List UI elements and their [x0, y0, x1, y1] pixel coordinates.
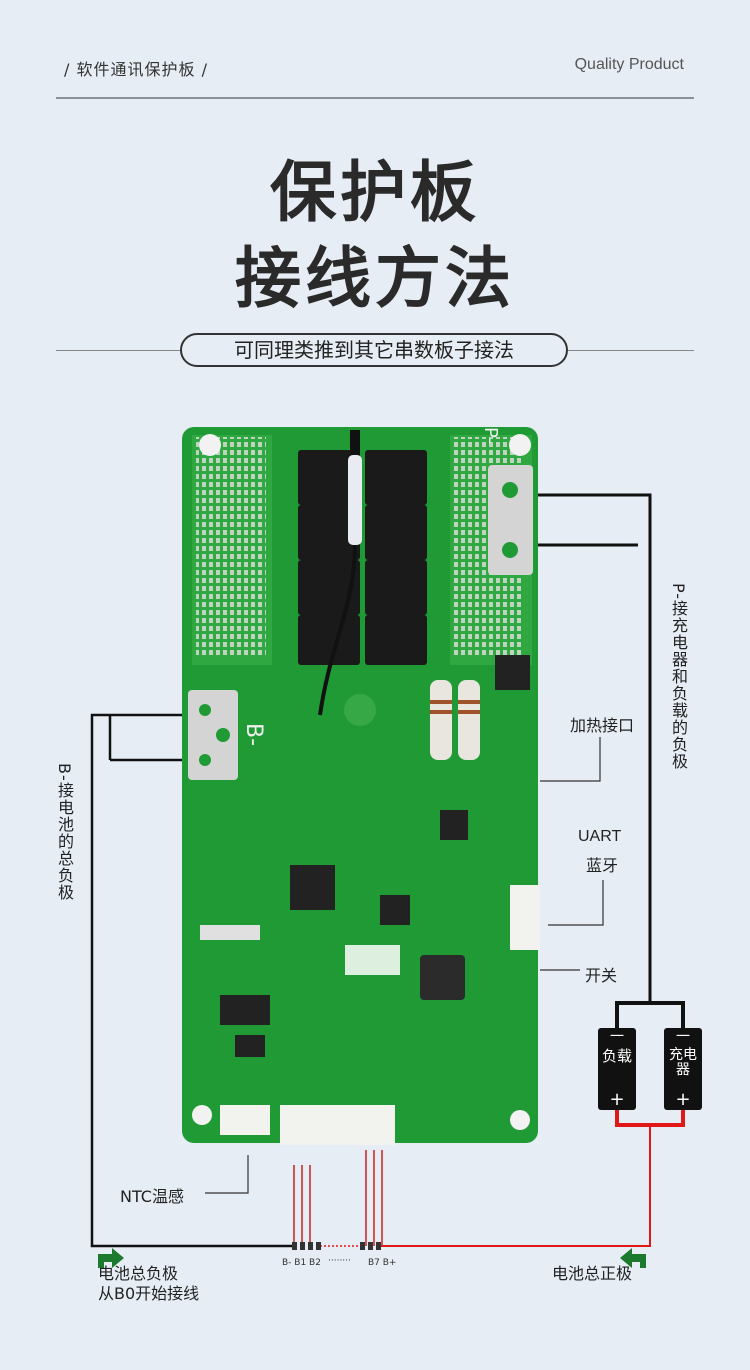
arrow-right-icon	[620, 1248, 646, 1268]
uart-callout	[548, 880, 604, 926]
cells-left-label: B- B1 B2	[282, 1258, 321, 1268]
cells-dots-label: ········	[328, 1256, 351, 1266]
p-minus-wire-1	[535, 493, 652, 1003]
header-bar: / 软件通讯保护板 / Quality Product	[56, 0, 694, 99]
arrow-left-icon	[98, 1248, 124, 1268]
battery-positive-note: 电池总正极	[552, 1264, 633, 1283]
heating-callout	[540, 737, 601, 782]
bottom-connectors	[220, 1105, 395, 1145]
b-minus-terminal	[188, 690, 238, 780]
quality-tag: Quality Product	[574, 56, 684, 73]
pcb-board	[182, 427, 540, 1145]
battery-negative-note: 电池总负极 从B0开始接线	[98, 1264, 200, 1303]
page-title-line2: 接线方法	[235, 240, 515, 317]
uart-label: UART	[578, 828, 622, 845]
smd-parts	[200, 895, 410, 1025]
load-charger-black	[615, 1001, 685, 1030]
b-minus-wire-1	[90, 713, 292, 1248]
cell-terminals	[292, 1242, 381, 1250]
board-b-minus-label: B-	[241, 722, 267, 747]
cells-right-label: B7 B+	[368, 1258, 397, 1268]
b-minus-description: B-接电池的总负极	[55, 763, 74, 901]
page-title-line1: 保护板	[270, 154, 480, 231]
heating-label: 加热接口	[570, 716, 635, 735]
board-p-minus-label: P-	[479, 427, 501, 444]
p-minus-description: P-接充电器和负载的负极	[669, 583, 688, 771]
inductor	[420, 955, 465, 1000]
subtitle-pill: 可同理类推到其它串数板子接法	[180, 333, 568, 367]
switch-label: 开关	[585, 966, 618, 985]
mcu-chip	[290, 865, 335, 910]
charger-terminal: 一 充电器 +	[664, 1028, 702, 1110]
load-terminal: 一 负载 +	[598, 1028, 636, 1110]
bluetooth-label: 蓝牙	[586, 856, 619, 875]
load-charger-red	[615, 1108, 685, 1127]
mosfets	[298, 450, 427, 665]
ntc-callout	[205, 1155, 249, 1194]
ntc-label: NTC温感	[120, 1187, 184, 1206]
category-label: / 软件通讯保护板 /	[64, 60, 208, 79]
p-minus-terminal	[488, 465, 533, 575]
cell-harness	[293, 1150, 383, 1246]
battery-positive-wire	[380, 1125, 651, 1247]
uart-connector	[510, 885, 540, 950]
